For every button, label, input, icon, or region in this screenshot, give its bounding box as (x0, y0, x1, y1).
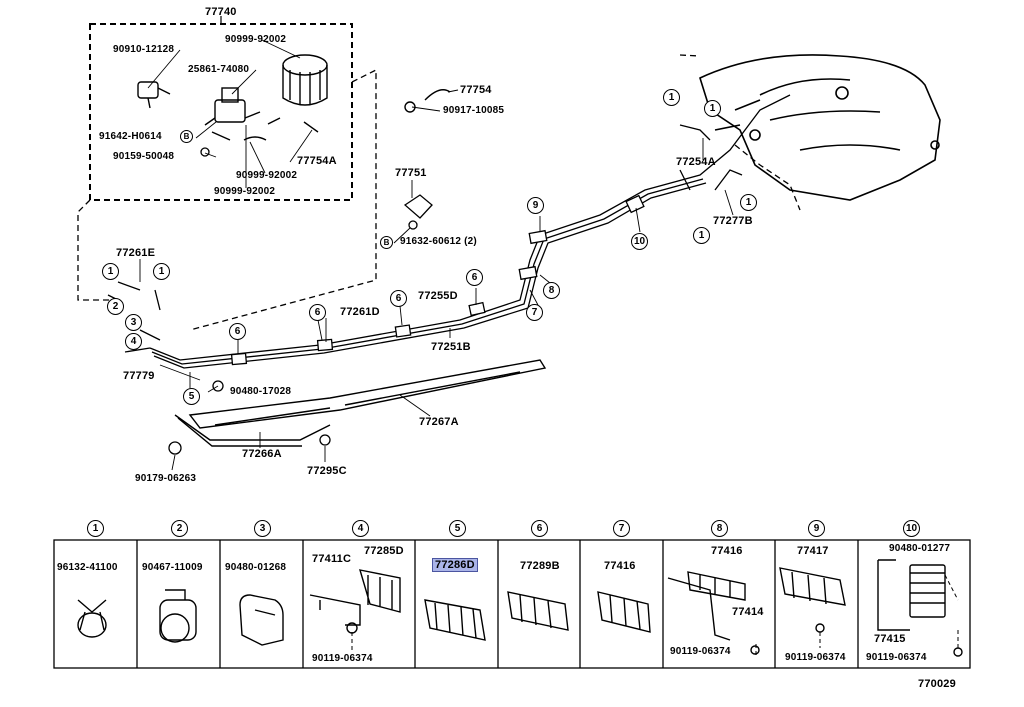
label-90480-17028: 90480-17028 (230, 386, 292, 397)
table-part-77415: 77415 (874, 633, 906, 645)
label-77251b: 77251B (431, 341, 471, 353)
label-77295c: 77295C (307, 465, 347, 477)
table-part-77416: 77416 (604, 560, 636, 572)
callout-10: 10 (631, 233, 648, 250)
leader-lines (139, 39, 734, 471)
callout-5: 5 (183, 388, 200, 405)
parts-table-frame (53, 539, 971, 669)
label-90999-92002-c: 90999-92002 (214, 186, 276, 197)
label-77754a: 77754A (297, 155, 337, 167)
label-90999-92002-b: 90999-92002 (236, 170, 298, 181)
callout-1: 1 (153, 263, 170, 280)
table-part-77289b: 77289B (520, 560, 560, 572)
callout-6: 6 (466, 269, 483, 286)
table-part-90119-06374-d: 90119-06374 (866, 652, 927, 663)
callout-1: 1 (663, 89, 680, 106)
label-77254a: 77254A (676, 156, 716, 168)
table-header-5: 5 (449, 520, 466, 537)
table-header-1: 1 (87, 520, 104, 537)
table-part-77285d: 77285D (364, 545, 404, 557)
table-header-9: 9 (808, 520, 825, 537)
table-header-4: 4 (352, 520, 369, 537)
table-part-77286d-highlighted: 77286D (432, 558, 478, 572)
table-part-90119-06374-c: 90119-06374 (785, 652, 846, 663)
table-header-10: 10 (903, 520, 920, 537)
label-90999-92002-a: 90999-92002 (225, 34, 287, 45)
callout-1: 1 (102, 263, 119, 280)
table-part-77417: 77417 (797, 545, 829, 557)
label-77751: 77751 (395, 167, 427, 179)
table-header-6: 6 (531, 520, 548, 537)
fuel-tank-sketch (699, 54, 941, 201)
label-25861-74080: 25861-74080 (188, 64, 250, 75)
callout-4: 4 (125, 333, 142, 350)
table-part-sketches (77, 559, 963, 657)
label-77740: 77740 (205, 6, 237, 18)
label-90159-50048: 90159-50048 (113, 151, 175, 162)
diagram-code: 770029 (918, 678, 956, 690)
callout-6: 6 (229, 323, 246, 340)
protector-plates (174, 359, 547, 447)
table-header-2: 2 (171, 520, 188, 537)
table-part-90467-11009: 90467-11009 (142, 562, 203, 573)
callout-6: 6 (390, 290, 407, 307)
table-header-8: 8 (711, 520, 728, 537)
table-part-90480-01268: 90480-01268 (225, 562, 287, 573)
table-part-96132-41100: 96132-41100 (57, 562, 118, 573)
table-part-90480-01277: 90480-01277 (889, 543, 951, 554)
label-77267a: 77267A (419, 416, 459, 428)
b-marker-2: B (380, 236, 393, 249)
table-part-77414: 77414 (732, 606, 764, 618)
label-77261d: 77261D (340, 306, 380, 318)
callout-1: 1 (693, 227, 710, 244)
label-90179-06263: 90179-06263 (135, 473, 197, 484)
label-77779: 77779 (123, 370, 155, 382)
fuel-filter-sketch (137, 54, 451, 141)
table-part-90119-06374: 90119-06374 (312, 653, 373, 664)
fuel-line-bundle (124, 94, 791, 369)
label-91632-60612: 91632-60612 (2) (400, 236, 477, 247)
callout-2: 2 (107, 298, 124, 315)
callout-3: 3 (125, 314, 142, 331)
table-part-77416-b: 77416 (711, 545, 743, 557)
label-77255d: 77255D (418, 290, 458, 302)
table-dashed-leaders (351, 574, 959, 655)
label-91642-h0614: 91642-H0614 (99, 131, 162, 142)
dashed-leaders (77, 54, 801, 331)
label-77754: 77754 (460, 84, 492, 96)
callout-9: 9 (527, 197, 544, 214)
label-77277b: 77277B (713, 215, 753, 227)
callout-6: 6 (309, 304, 326, 321)
callout-1: 1 (740, 194, 757, 211)
callout-8: 8 (543, 282, 560, 299)
table-part-77411c: 77411C (312, 553, 352, 565)
label-77261e: 77261E (116, 247, 156, 259)
small-fasteners (107, 124, 743, 455)
table-header-7: 7 (613, 520, 630, 537)
callout-1: 1 (704, 100, 721, 117)
table-part-90119-06374-b: 90119-06374 (670, 646, 731, 657)
b-marker: B (180, 130, 193, 143)
label-90917-10085: 90917-10085 (443, 105, 505, 116)
clamp-marks (230, 194, 645, 366)
label-77266a: 77266A (242, 448, 282, 460)
label-90910-12128: 90910-12128 (113, 44, 175, 55)
callout-7: 7 (526, 304, 543, 321)
table-header-3: 3 (254, 520, 271, 537)
